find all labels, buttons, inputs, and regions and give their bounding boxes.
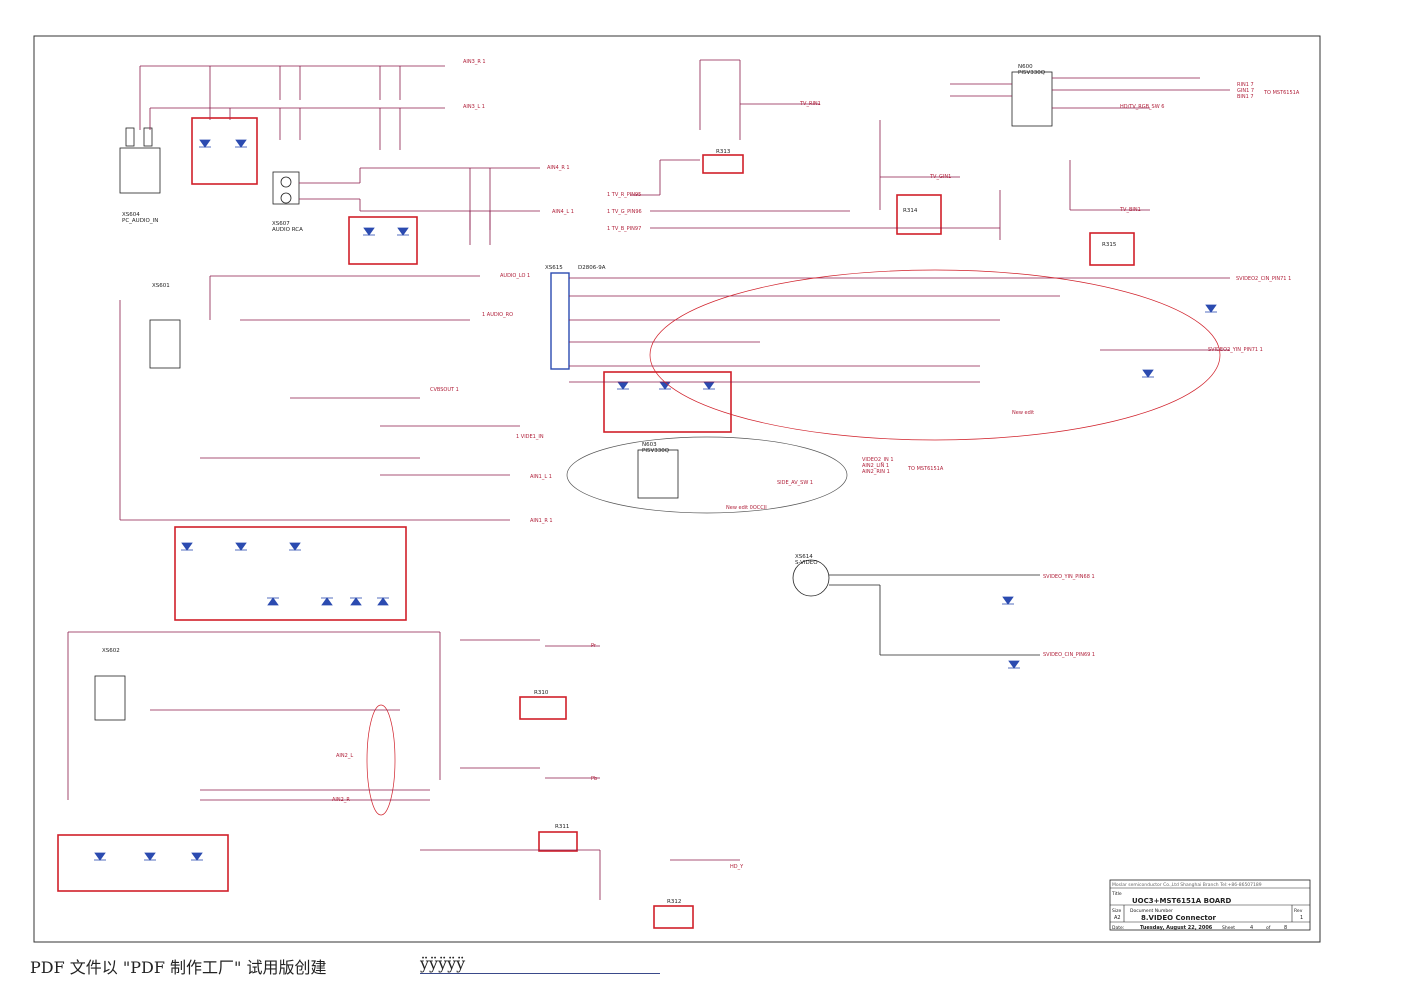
net-svideo-cin: SVIDEO_CIN_PIN69 1 xyxy=(1043,652,1095,658)
net-video2-in: VIDEO2_IN 1 xyxy=(862,457,894,463)
mux-n603 xyxy=(637,449,679,499)
of-caption: of xyxy=(1266,925,1271,931)
side-av-section xyxy=(119,272,1230,521)
pdf-footer-mark: ÿÿÿÿÿ xyxy=(420,954,466,973)
new-edit-ellipse-2 xyxy=(566,436,848,514)
rev-caption: Rev xyxy=(1294,908,1303,914)
title-text: UOC3+MST6151A BOARD xyxy=(1132,897,1232,905)
net-ain2-l: AIN2_L xyxy=(336,753,353,759)
net-hd-tv-rgb-sw: HD/TV_RGB_SW 6 xyxy=(1120,104,1164,110)
sheet-caption: Sheet xyxy=(1222,925,1235,931)
title-caption: Title xyxy=(1111,891,1122,897)
xs615-label: XS615 xyxy=(545,265,563,271)
net-ain2-rin: AIN2_RIN 1 xyxy=(862,469,890,475)
xs615-part-label: D2806-9A xyxy=(578,265,606,271)
net-tv-bin1: TV_BIN1 xyxy=(1119,207,1141,213)
bottom-av-section xyxy=(67,631,740,900)
net-ain2-lin: AIN2_LIN 1 xyxy=(862,463,889,469)
net-gin1: GIN1 7 xyxy=(1237,88,1254,94)
net-svideo2-cin: SVIDEO2_CIN_PIN71 1 xyxy=(1236,276,1291,282)
diode-symbols xyxy=(94,139,1217,861)
net-tv-r-pin95: 1 TV_R_PIN95 xyxy=(607,192,641,198)
pdf-footer-underline xyxy=(420,973,660,974)
rgb-buffer-section xyxy=(630,59,1230,240)
r313-label: R313 xyxy=(716,149,731,155)
new-edit-ellipse-3 xyxy=(366,704,396,816)
r315-label: R315 xyxy=(1102,242,1117,248)
net-tv-b-pin97: 1 TV_B_PIN97 xyxy=(607,226,641,232)
net-tv-rin1: TV_RIN1 xyxy=(799,101,821,107)
rev-value: 1 xyxy=(1300,915,1303,921)
pdf-footer-text: PDF 文件以 "PDF 制作工厂" 试用版创建 xyxy=(30,958,327,977)
net-pb: Pb xyxy=(591,776,597,782)
net-vide1-in: 1 VIDE1_IN xyxy=(516,434,544,440)
xs601-label: XS601 xyxy=(152,283,170,289)
net-audio-lo: AUDIO_LO 1 xyxy=(500,273,530,279)
svideo-connector xyxy=(792,559,1040,656)
net-ain4-r: AIN4_R 1 xyxy=(547,165,570,171)
title-company: Moslar semiconductor Co.,Ltd Shanghai Br… xyxy=(1112,882,1262,888)
doc-name: 8.VIDEO Connector xyxy=(1141,914,1216,922)
date-value: Tuesday, August 22, 2006 xyxy=(1140,925,1213,931)
size-value: A2 xyxy=(1114,915,1121,921)
net-side-av-sw: SIDE_AV_SW 1 xyxy=(777,480,813,486)
net-rin1: RIN1 7 xyxy=(1237,82,1254,88)
net-ain4-l: AIN4_L 1 xyxy=(552,209,574,215)
net-ain1-l: AIN1_L 1 xyxy=(530,474,552,480)
new-edit-ellipse-1 xyxy=(649,269,1221,441)
net-tv-gin1: TV_GIN1 xyxy=(929,174,951,180)
r310-label: R310 xyxy=(534,690,549,696)
net-bin1: BIN1 7 xyxy=(1237,94,1254,100)
net-ain2-r: AIN2_R xyxy=(332,797,350,803)
net-svideo2-yin: SVIDEO2_YIN_PIN71 1 xyxy=(1208,347,1263,353)
docnum-caption: Document Number xyxy=(1130,908,1173,914)
net-to-mst-1: TO MST6151A xyxy=(1263,90,1300,96)
mux-n600 xyxy=(1011,71,1053,127)
sheet-total: 8 xyxy=(1284,925,1287,931)
r312-label: R312 xyxy=(667,899,681,905)
net-ain3-r: AIN3_R 1 xyxy=(463,59,486,65)
net-to-mst-2: TO MST6151A xyxy=(907,466,944,472)
r311-label: R311 xyxy=(555,824,569,830)
size-caption: Size xyxy=(1112,908,1121,914)
net-ain3-l: AIN3_L 1 xyxy=(463,104,485,110)
r314-label: R314 xyxy=(903,208,918,214)
new-edit-note-2: New edit 0OCCII xyxy=(726,505,767,511)
date-caption: Date: xyxy=(1112,925,1124,931)
net-audio-ro: 1 AUDIO_RO xyxy=(482,312,513,318)
sheet-num: 4 xyxy=(1250,925,1253,931)
net-cvbsout: CVBSOUT 1 xyxy=(430,387,459,393)
xs602-label: XS602 xyxy=(102,648,120,654)
net-ain1-r: AIN1_R 1 xyxy=(530,518,553,524)
highlight-boxes xyxy=(57,117,1135,929)
pc-audio-section xyxy=(119,65,540,245)
new-edit-note-1: New edit xyxy=(1012,410,1034,416)
title-block: Moslar semiconductor Co.,Ltd Shanghai Br… xyxy=(1109,879,1311,931)
net-hd-y: HD_Y xyxy=(730,864,744,870)
net-svideo-yin: SVIDEO_YIN_PIN68 1 xyxy=(1043,574,1095,580)
net-pr: Pr xyxy=(591,643,597,649)
net-tv-g-pin96: 1 TV_G_PIN96 xyxy=(607,209,642,215)
